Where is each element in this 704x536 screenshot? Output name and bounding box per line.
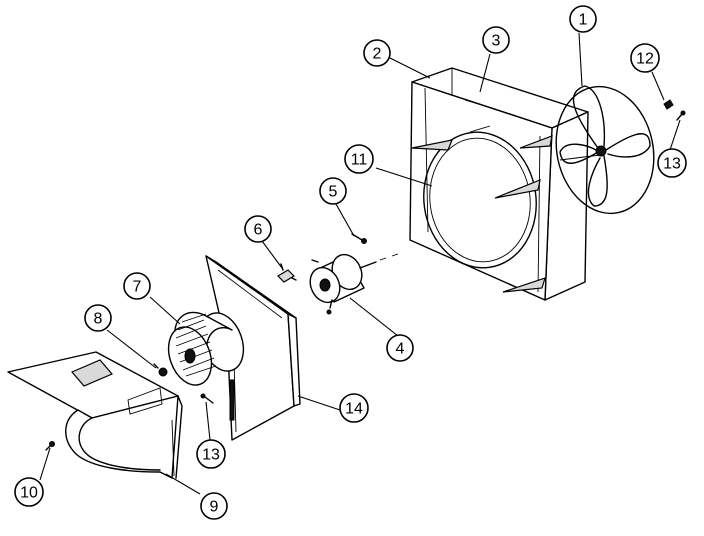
callout-4: 4 bbox=[386, 334, 414, 362]
blower-housing bbox=[7, 351, 183, 479]
callout-7: 7 bbox=[123, 272, 151, 300]
callout-13-lower-label: 13 bbox=[202, 447, 220, 464]
leader-lines bbox=[39, 32, 681, 495]
callout-3: 3 bbox=[482, 26, 510, 54]
callout-2-label: 2 bbox=[373, 46, 382, 63]
callout-4-label: 4 bbox=[396, 341, 405, 358]
callout-1-label: 1 bbox=[579, 12, 588, 29]
callout-5: 5 bbox=[319, 177, 347, 205]
callout-8: 8 bbox=[84, 304, 112, 332]
motor-clamp bbox=[277, 263, 297, 283]
callout-9-label: 9 bbox=[210, 499, 219, 516]
clip-part-12 bbox=[663, 99, 674, 110]
callout-10: 10 bbox=[14, 477, 44, 507]
callout-1: 1 bbox=[569, 5, 597, 33]
callout-5-label: 5 bbox=[329, 184, 338, 201]
callout-11: 11 bbox=[344, 144, 374, 174]
fan-shroud-frame bbox=[409, 67, 589, 301]
callout-13-upper: 13 bbox=[657, 148, 687, 178]
callout-13-upper-label: 13 bbox=[663, 156, 681, 173]
callout-9: 9 bbox=[200, 492, 228, 520]
callout-10-label: 10 bbox=[20, 485, 38, 502]
screw-part-13-lower bbox=[200, 393, 214, 404]
callout-13-lower: 13 bbox=[196, 439, 226, 469]
blower-motor bbox=[309, 253, 399, 315]
callout-12-label: 12 bbox=[636, 51, 654, 68]
setscrew-part-8 bbox=[153, 363, 168, 377]
callout-14: 14 bbox=[339, 393, 369, 423]
callout-8-label: 8 bbox=[94, 311, 103, 328]
blower-wheel bbox=[167, 311, 245, 386]
callout-7-label: 7 bbox=[133, 279, 142, 296]
callout-12: 12 bbox=[630, 43, 660, 73]
callout-11-label: 11 bbox=[351, 152, 368, 169]
callout-14-label: 14 bbox=[345, 401, 363, 418]
callout-3-label: 3 bbox=[492, 33, 501, 50]
callout-6-label: 6 bbox=[254, 222, 263, 239]
callout-6: 6 bbox=[244, 215, 272, 243]
screw-part-10 bbox=[45, 441, 55, 451]
motor-mount-plate bbox=[205, 255, 301, 441]
condenser-fan-blade bbox=[555, 85, 655, 215]
screw-part-13-upper bbox=[676, 110, 686, 121]
callout-2: 2 bbox=[363, 39, 391, 67]
